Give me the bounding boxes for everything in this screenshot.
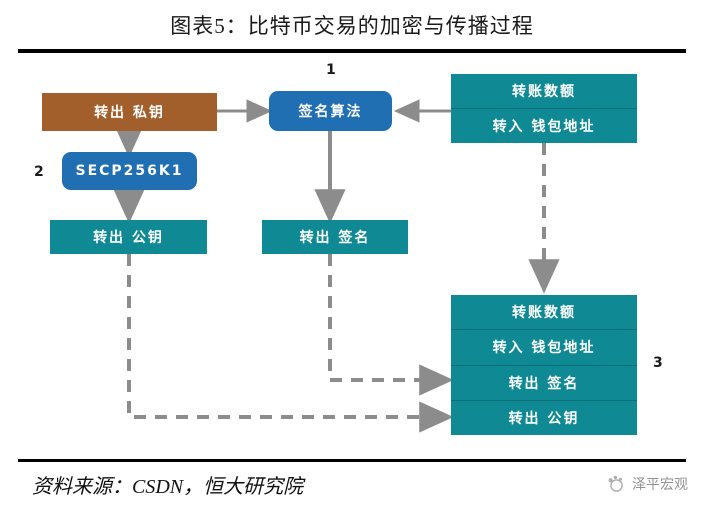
node-public-key[interactable]: 转出 公钥: [50, 220, 207, 254]
edge-signatureout-to-txoutput: [328, 254, 454, 396]
tx-output-row-public-key: 转出 公钥: [508, 410, 580, 427]
footer-divider-rule: [18, 459, 686, 462]
watermark-label: 泽平宏观: [632, 477, 688, 493]
title-divider-rule: [18, 49, 686, 53]
source-note: 资料来源：CSDN，恒大研究院: [32, 476, 304, 498]
paw-circle-logo-icon: [606, 474, 626, 494]
node-signature-algo-label: 签名算法: [298, 104, 363, 120]
node-secp256k1[interactable]: SECP256K1: [62, 152, 197, 190]
tx-input-row-wallet-address: 转入 钱包地址: [492, 119, 596, 135]
step-label-3: 3: [653, 355, 663, 371]
node-public-key-label: 转出 公钥: [93, 230, 164, 246]
tx-input-row-amount: 转账数额: [451, 74, 637, 109]
node-private-key[interactable]: 转出 私钥: [42, 93, 217, 131]
node-signature-out[interactable]: 转出 签名: [262, 220, 408, 254]
node-signature-algo[interactable]: 签名算法: [269, 91, 392, 131]
edge-publickey-to-txoutput: [127, 254, 454, 433]
page-title: 图表5：比特币交易的加密与传播过程: [170, 14, 534, 38]
node-private-key-label: 转出 私钥: [94, 105, 165, 121]
tx-output-row-signature: 转出 签名: [451, 366, 637, 401]
tx-output-row-amount: 转账数额: [451, 295, 637, 331]
tx-input-table[interactable]: 转账数额 转入 钱包地址: [451, 74, 637, 143]
tx-output-table[interactable]: 转账数额 转入 钱包地址 转出 签名 转出 公钥: [451, 295, 637, 435]
node-secp256k1-label: SECP256K1: [75, 163, 184, 179]
watermark: 泽平宏观: [606, 474, 688, 494]
tx-output-row-wallet-address: 转入 钱包地址: [451, 330, 637, 366]
step-label-2: 2: [34, 164, 44, 180]
node-signature-out-label: 转出 签名: [299, 230, 371, 246]
step-label-1: 1: [326, 62, 336, 78]
